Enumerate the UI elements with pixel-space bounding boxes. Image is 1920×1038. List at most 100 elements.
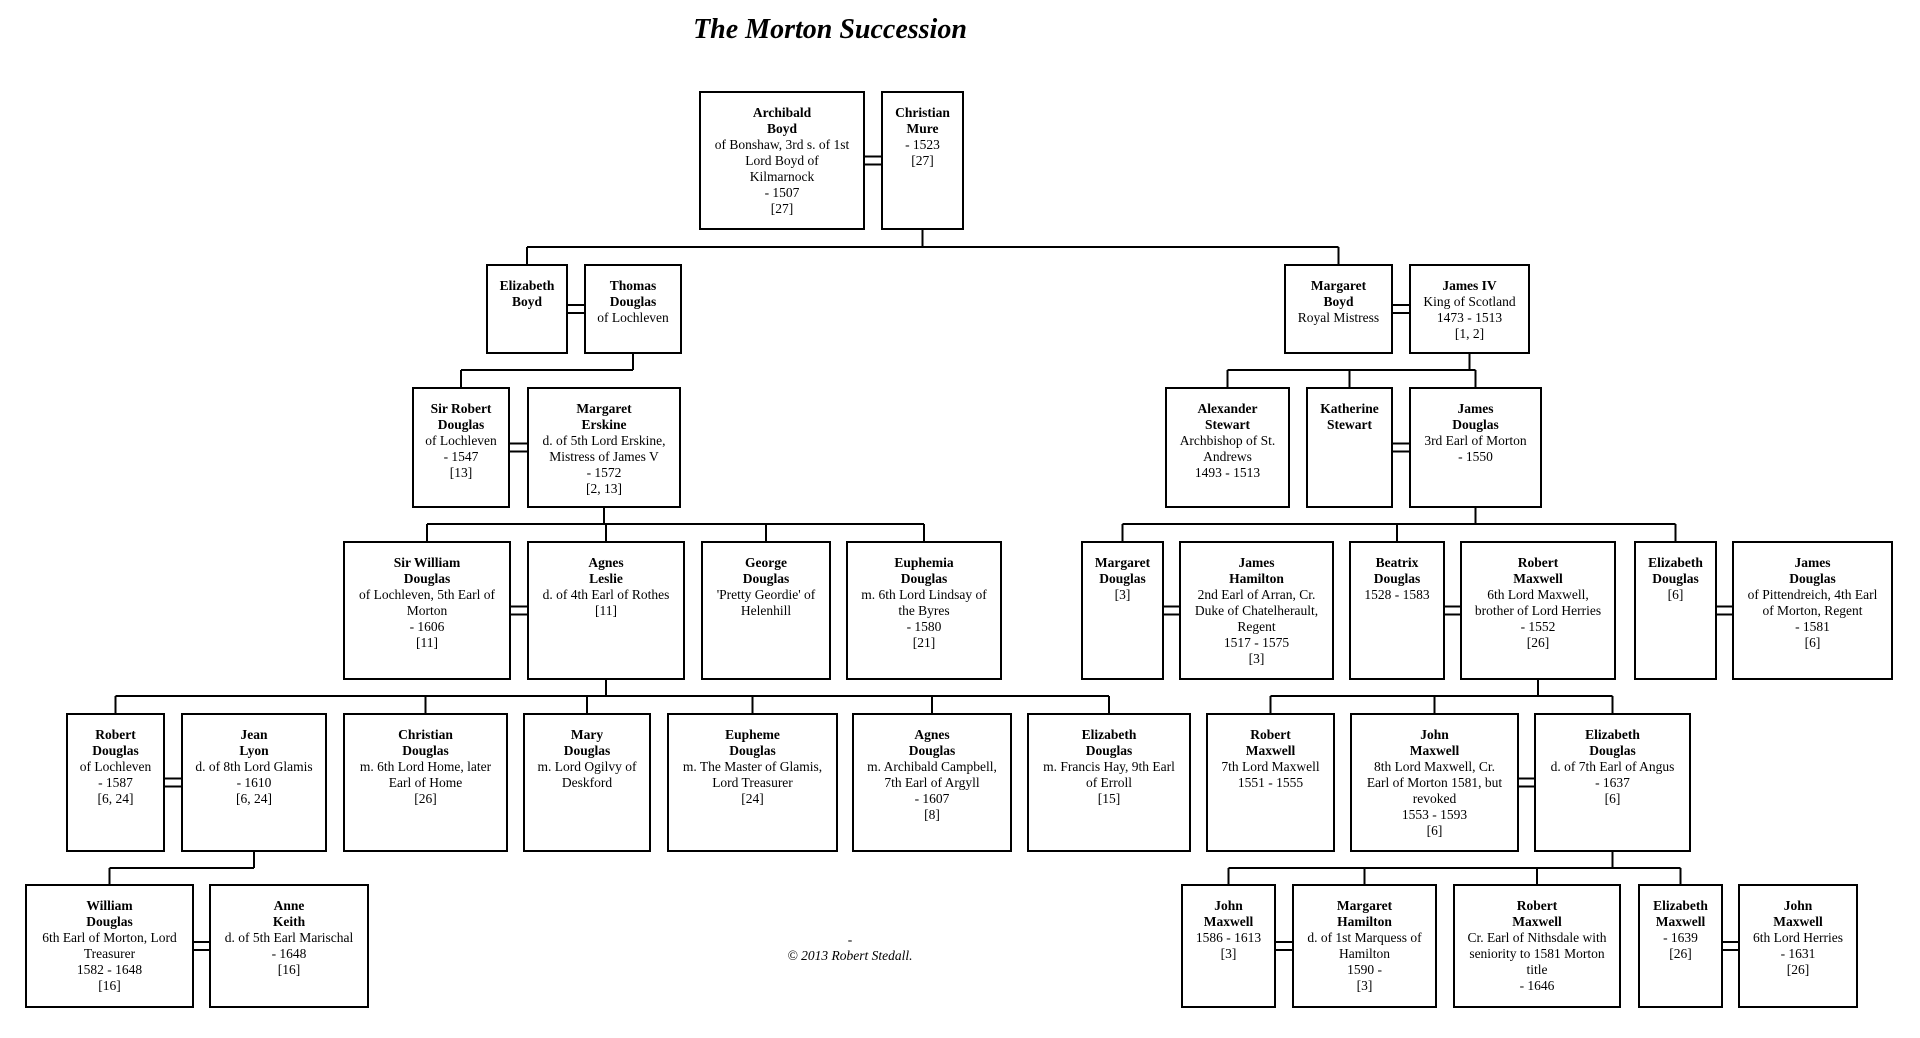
- person-name: Margaret: [1310, 278, 1367, 293]
- person-detail: [6, 24]: [236, 791, 272, 806]
- person-name: Lyon: [239, 743, 269, 758]
- person-detail: revoked: [1412, 791, 1457, 806]
- person-detail: of Bonshaw, 3rd s. of 1st Lord Boyd of: [714, 137, 850, 168]
- person-detail: [2, 13]: [586, 481, 622, 496]
- person-name: Elizabeth: [499, 278, 555, 293]
- person-detail: [3]: [1356, 978, 1373, 993]
- person-name: Douglas: [86, 914, 133, 929]
- person-detail: Treasurer: [83, 946, 136, 961]
- person-name: Douglas: [437, 417, 485, 432]
- person-name: Sir Robert: [430, 401, 492, 416]
- person-name: Douglas: [403, 571, 451, 586]
- person-detail: Andrews: [1203, 449, 1252, 464]
- person-detail: 8th Lord Maxwell, Cr.: [1373, 759, 1496, 774]
- person-name: Douglas: [1589, 743, 1636, 758]
- person-detail: - 1648: [271, 946, 307, 961]
- person-detail: - 1552: [1520, 619, 1556, 634]
- person-name: Douglas: [908, 743, 956, 758]
- person-detail: of Morton, Regent: [1762, 603, 1863, 618]
- person-detail: [26]: [1786, 962, 1810, 977]
- footer: - © 2013 Robert Stedall.: [735, 932, 965, 964]
- person-detail: Kilmarnock: [749, 169, 815, 184]
- person-detail: Archbishop of St.: [1179, 433, 1276, 448]
- person-detail: of Pittendreich, 4th Earl: [1747, 587, 1878, 602]
- person-name: Douglas: [92, 743, 139, 758]
- person-name: James: [1794, 555, 1831, 570]
- person-name: Douglas: [900, 571, 948, 586]
- person-name: Douglas: [1085, 743, 1133, 758]
- person-detail: m. Archibald Campbell,: [867, 759, 997, 774]
- person-detail: [11]: [416, 635, 438, 650]
- person-name: John: [1214, 898, 1243, 913]
- person-detail: 1493 - 1513: [1194, 465, 1261, 480]
- person-detail: [3]: [1114, 587, 1131, 602]
- person-name: Boyd: [766, 121, 797, 136]
- person-name: Douglas: [563, 743, 611, 758]
- person-name: Boyd: [511, 294, 542, 309]
- person-detail: King of Scotland: [1423, 294, 1516, 309]
- person-name: Maxwell: [1655, 914, 1706, 929]
- person-name: James IV: [1442, 278, 1497, 293]
- person-detail: - 1639: [1663, 930, 1698, 945]
- person-detail: [6]: [1426, 823, 1443, 838]
- person-detail: [3]: [1248, 651, 1265, 666]
- person-detail: - 1631: [1780, 946, 1816, 961]
- person-name: Keith: [272, 914, 306, 929]
- person-name: Stewart: [1205, 417, 1250, 432]
- person-detail: [26]: [1526, 635, 1550, 650]
- person-name: Archibald: [752, 105, 812, 120]
- person-name: Maxwell: [1513, 571, 1563, 586]
- person-name: Erskine: [581, 417, 627, 432]
- person-detail: 2nd Earl of Arran, Cr.: [1197, 587, 1316, 602]
- person-name: Maxwell: [1773, 914, 1823, 929]
- person-name: Mure: [906, 121, 939, 136]
- person-detail: [8]: [924, 807, 940, 822]
- person-name: Stewart: [1327, 417, 1372, 432]
- copyright-text: © 2013 Robert Stedall.: [787, 948, 913, 963]
- person-detail: of Lochleven: [425, 433, 497, 448]
- person-name: Robert: [1250, 727, 1291, 742]
- person-detail: [6]: [1804, 635, 1821, 650]
- person-name: Beatrix: [1375, 555, 1419, 570]
- person-detail: [24]: [741, 791, 764, 806]
- person-detail: d. of 5th Lord Erskine,: [542, 433, 666, 448]
- person-detail: 3rd Earl of Morton: [1424, 433, 1527, 448]
- person-name: Boyd: [1323, 294, 1354, 309]
- person-detail: seniority to 1581 Morton: [1469, 946, 1605, 961]
- person-detail: 6th Lord Herries: [1753, 930, 1843, 945]
- person-detail: 6th Earl of Morton, Lord: [42, 930, 177, 945]
- person-detail: the Byres: [898, 603, 950, 618]
- person-detail: - 1580: [906, 619, 942, 634]
- person-name: Maxwell: [1512, 914, 1562, 929]
- person-name: Christian: [895, 105, 950, 120]
- person-detail: brother of Lord Herries: [1474, 603, 1602, 618]
- person-detail: Earl of Morton 1581, but: [1366, 775, 1503, 790]
- person-detail: - 1507: [764, 185, 800, 200]
- person-name: Margaret: [1094, 555, 1151, 570]
- person-detail: m. 6th Lord Lindsay of: [861, 587, 987, 602]
- person-name: Anne: [273, 898, 305, 913]
- person-detail: - 1587: [98, 775, 133, 790]
- person-detail: 1586 - 1613: [1195, 930, 1262, 945]
